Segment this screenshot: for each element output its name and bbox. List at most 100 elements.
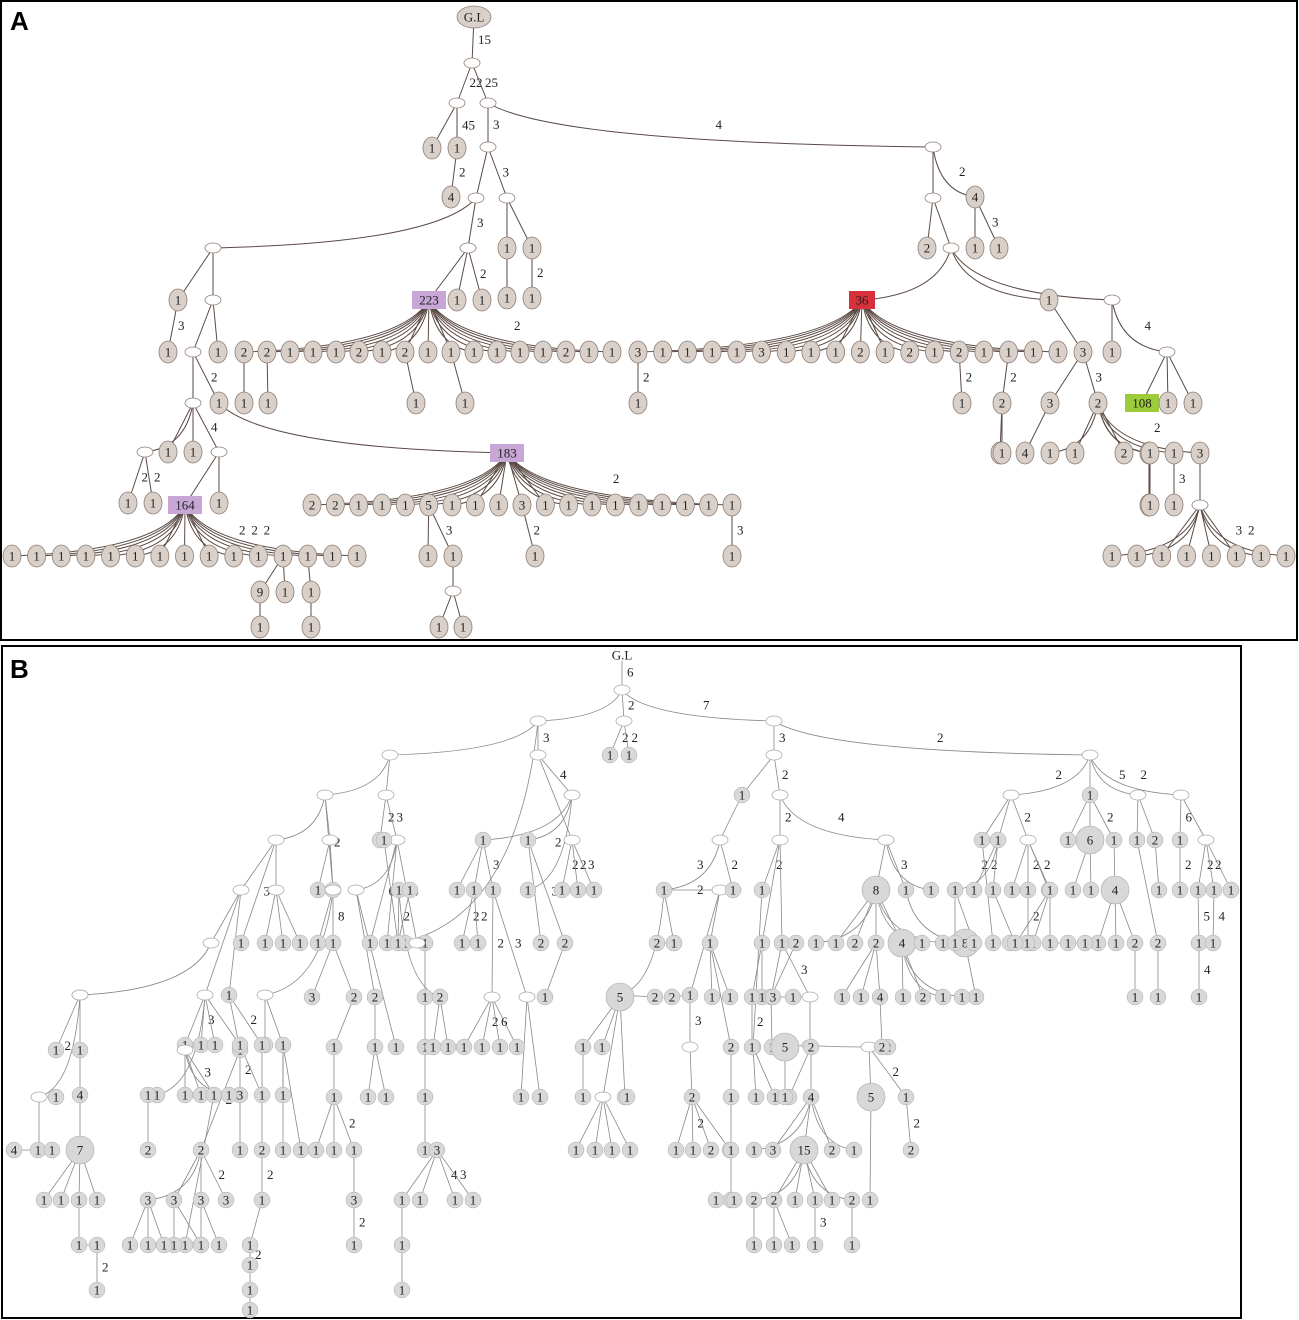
tree-node: [802, 1038, 820, 1056]
tree-node: [861, 875, 891, 905]
node-label: 1: [971, 883, 978, 898]
tree-node: [827, 934, 845, 952]
tree-node: [629, 493, 649, 517]
node-label: 1: [529, 241, 536, 256]
tree-node: [745, 1141, 763, 1159]
node-label: 1: [979, 833, 986, 848]
tree-node: [375, 831, 393, 849]
junction-node: [1081, 749, 1099, 761]
tree-node: [753, 934, 771, 952]
node-label: 2: [924, 241, 931, 256]
tree-node: [653, 340, 673, 364]
tree-node: [70, 1191, 88, 1209]
edge-label: 2: [782, 767, 789, 782]
node-label: 1: [751, 1143, 758, 1158]
node-label: 1: [1055, 345, 1062, 360]
edge-label: 2: [1107, 810, 1114, 825]
edge: [779, 839, 783, 944]
tree-node: [220, 986, 238, 1004]
tree-node: [139, 1141, 157, 1159]
node-label: 1: [1258, 549, 1265, 564]
node-label: 1: [216, 1238, 223, 1253]
tree-node: [646, 988, 664, 1006]
tree-node: [303, 988, 321, 1006]
node-label: 1: [659, 498, 666, 513]
tree-node: [298, 544, 318, 568]
node-label: 1: [707, 936, 714, 951]
node-label: 1: [514, 1040, 521, 1055]
tree-node: [1040, 441, 1060, 465]
node-label: 3: [434, 1143, 441, 1158]
edge: [527, 839, 566, 944]
node-label: 1: [399, 1238, 406, 1253]
node-label: 1: [310, 345, 317, 360]
tree-node: [448, 881, 466, 899]
edge-label: 3: [460, 1167, 467, 1182]
tree-node: [71, 1041, 89, 1059]
edge: [156, 994, 206, 1096]
node-label: 9: [257, 585, 264, 600]
root-node: [610, 649, 634, 661]
node-label: 1: [280, 1038, 287, 1053]
tree-node: [783, 1236, 801, 1254]
node-label: 1: [782, 1090, 789, 1105]
tree-node: [345, 988, 363, 1006]
junction-node: [771, 789, 789, 801]
edge: [487, 102, 934, 148]
node-label: 1: [77, 1043, 84, 1058]
edge: [719, 839, 734, 891]
node-label: 1: [454, 293, 461, 308]
edge-label: 6: [627, 665, 634, 680]
tree-node: [206, 1036, 224, 1054]
edge-label: 2: [697, 882, 704, 897]
edge: [369, 839, 398, 944]
node-label: 1: [351, 1143, 358, 1158]
edge-label: 3: [493, 857, 500, 872]
node-label: 2: [908, 1143, 915, 1158]
edge: [1010, 754, 1091, 796]
tree-node: [913, 934, 931, 952]
tree-node: [770, 1032, 800, 1062]
node-label: 1: [367, 936, 374, 951]
tree-node: [497, 286, 517, 310]
edge-label: 3: [515, 936, 522, 951]
tree-node: [965, 934, 983, 952]
junction-node: [196, 989, 214, 1001]
node-label: 1: [127, 1238, 134, 1253]
node-label: 1: [537, 1090, 544, 1105]
junction-node: [448, 97, 466, 109]
edge: [619, 996, 626, 1098]
edge-label: 2: [264, 523, 271, 538]
node-label: 1: [1196, 936, 1203, 951]
tree-node: [199, 544, 219, 568]
edge-label: 4: [838, 810, 845, 825]
node-label: 2: [849, 1193, 856, 1208]
edge: [463, 996, 493, 1048]
tree-node: [582, 493, 602, 517]
edge: [575, 1096, 604, 1151]
tree-node: [747, 1088, 765, 1106]
edge-label: 2: [555, 835, 562, 850]
tree-node: [667, 1141, 685, 1159]
edge: [1212, 889, 1215, 944]
tree-node: [1152, 544, 1172, 568]
tree-node: [303, 340, 323, 364]
tree-node: [652, 493, 672, 517]
edge: [487, 146, 508, 199]
edge-label: 3: [264, 884, 271, 899]
junction-node: [71, 989, 89, 1001]
tree-node: [253, 1191, 271, 1209]
edge: [1205, 839, 1232, 891]
node-label: 2: [1095, 396, 1102, 411]
node-label: 1: [1132, 990, 1139, 1005]
edge-label: 2: [492, 1014, 499, 1029]
node-label: 1: [226, 1088, 233, 1103]
tree-node: [724, 881, 742, 899]
tree-node: [118, 491, 138, 515]
tree-node: [125, 544, 145, 568]
edge: [461, 889, 475, 944]
edge: [317, 839, 331, 891]
node-label: 1: [759, 936, 766, 951]
node-label: 1: [575, 883, 582, 898]
tree-node: [443, 544, 463, 568]
